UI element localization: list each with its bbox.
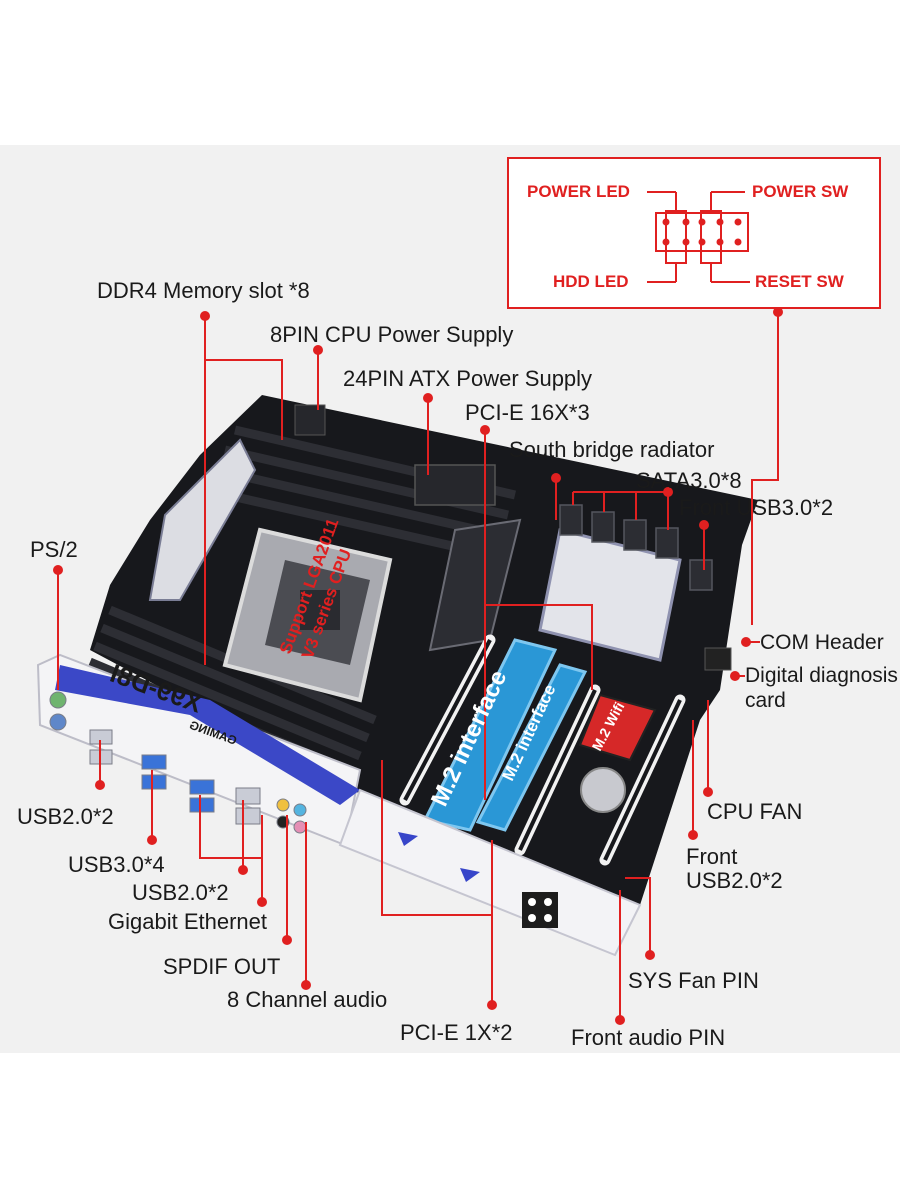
m2-wifi-slot <box>578 693 657 762</box>
front-panel-box <box>507 157 881 309</box>
atx-power-label: 24PIN ATX Power Supply <box>343 366 593 391</box>
com-header-label: COM Header <box>760 631 884 654</box>
ddr4-label: DDR4 Memory slot *8 <box>97 278 310 303</box>
ps2-label: PS/2 <box>30 537 78 562</box>
cpu-power-connector <box>294 404 326 436</box>
front-panel-pin-header <box>647 191 750 283</box>
audio-label: 8 Channel audio <box>227 987 388 1012</box>
cpu-socket <box>222 527 393 703</box>
leader-dots <box>53 307 783 1025</box>
reset-sw-label: RESET SW <box>755 272 844 291</box>
diagnosis-display <box>704 647 732 671</box>
sata-ports <box>559 504 713 591</box>
front-usb3-label: Front USB3.0*2 <box>679 495 834 520</box>
south-bridge-label: South bridge radiator <box>509 437 715 462</box>
diag-label-1: Digital diagnosis <box>745 664 898 687</box>
pcie16-label: PCI-E 16X*3 <box>465 400 590 425</box>
power-led-label: POWER LED <box>527 182 630 201</box>
spdif-label: SPDIF OUT <box>163 954 281 979</box>
front-usb2-label-2: USB2.0*2 <box>686 868 783 893</box>
vrm-heatsink <box>148 438 257 601</box>
sys-fan-label: SYS Fan PIN <box>628 968 759 993</box>
bottom-armor <box>338 788 642 957</box>
io-shield <box>36 653 362 847</box>
pcie1-label: PCI-E 1X*2 <box>400 1020 513 1045</box>
cpu-power-label: 8PIN CPU Power Supply <box>270 322 514 347</box>
ethernet-label: Gigabit Ethernet <box>108 909 267 934</box>
armor-emblem <box>522 892 558 928</box>
usb3-rear-label: USB3.0*4 <box>68 852 165 877</box>
cmos-battery <box>580 767 626 813</box>
diag-label-2: card <box>745 689 786 712</box>
io-shield-stripe <box>55 665 360 805</box>
hdd-led-label: HDD LED <box>553 272 629 291</box>
m2-heatsink-large <box>422 638 558 832</box>
cpu-fan-label: CPU FAN <box>707 799 803 824</box>
io-ports <box>49 691 307 834</box>
usb2-rear-label-b: USB2.0*2 <box>132 880 229 905</box>
power-sw-label: POWER SW <box>752 182 849 201</box>
front-usb2-label-1: Front <box>686 844 738 869</box>
bottom-armor-marks <box>398 832 480 882</box>
front-panel-pins <box>662 218 742 246</box>
m2-heatsink-small <box>475 663 588 832</box>
front-audio-label: Front audio PIN <box>571 1025 726 1050</box>
leader-lines <box>57 312 779 1020</box>
usb2-rear-label-a: USB2.0*2 <box>17 804 114 829</box>
sata-label: SATA3.0*8 <box>636 468 742 493</box>
